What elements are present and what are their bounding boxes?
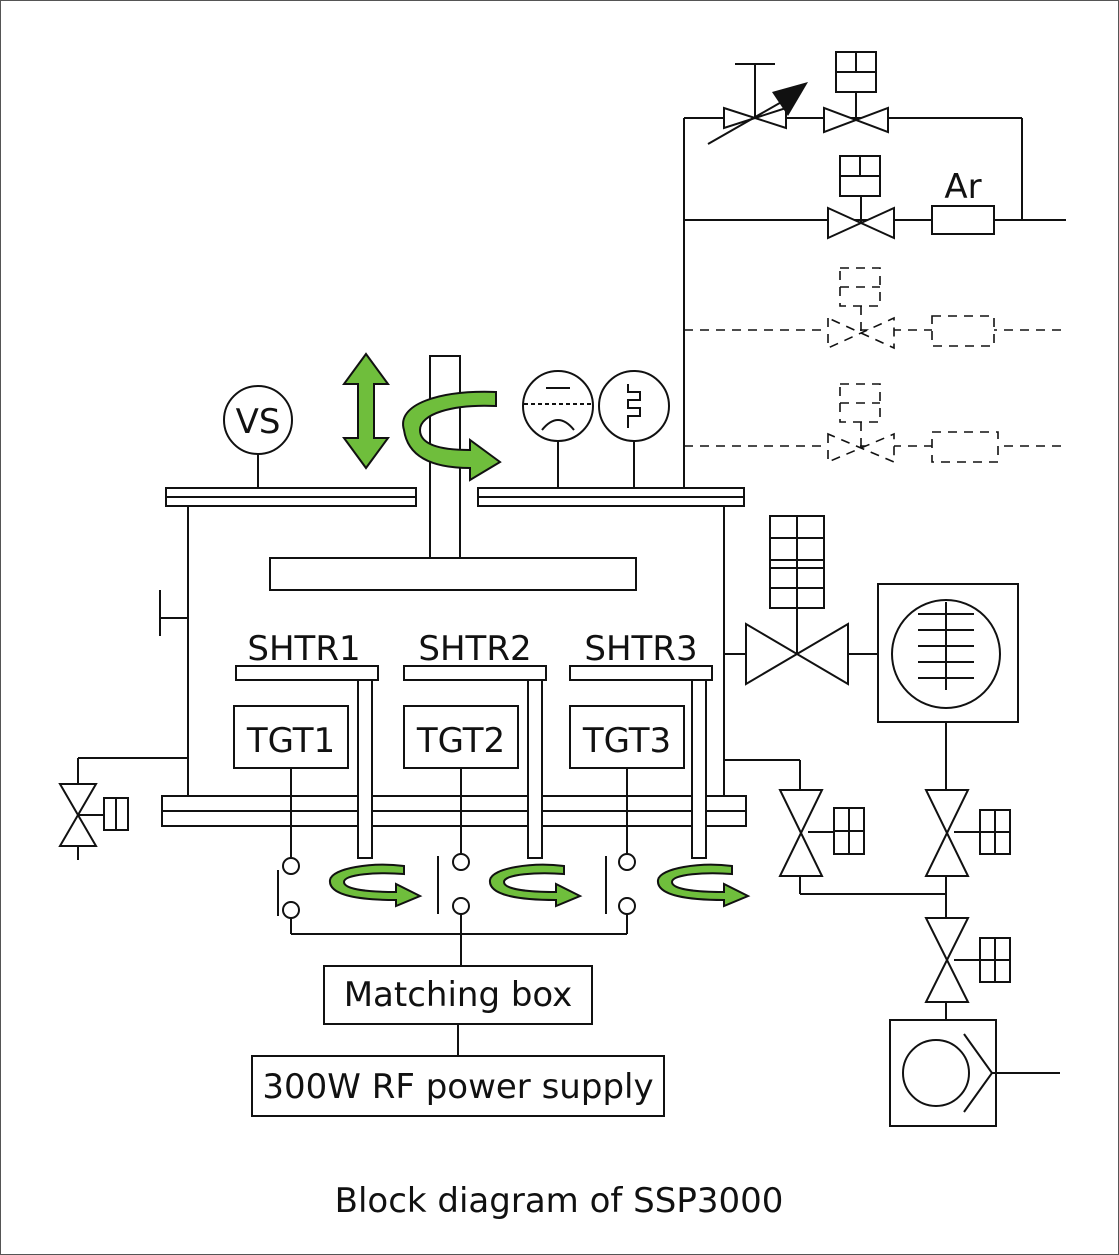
- target-1-label: TGT1: [246, 721, 335, 761]
- target-2: TGT2: [403, 705, 519, 858]
- pirani-gauge-icon: [598, 370, 670, 488]
- turbo-pump-icon: [877, 583, 1019, 790]
- solenoid-valve-icon: [823, 51, 889, 134]
- optional-gas-line-2: [827, 383, 999, 464]
- shutter-2-label: SHTR2: [418, 629, 531, 669]
- vs-gauge: VS: [223, 385, 293, 488]
- rotation-arrow-icon: [402, 390, 502, 482]
- shutter-1: SHTR1: [235, 629, 379, 859]
- vent-valve-icon: [58, 757, 188, 860]
- matching-box: Matching box: [323, 965, 593, 1056]
- rotary-valve-icon: [924, 917, 1011, 1020]
- diagram-caption: Block diagram of SSP3000: [335, 1181, 784, 1221]
- rf-switch-1: [277, 857, 300, 934]
- ion-gauge-icon: [522, 370, 594, 488]
- target-3: TGT3: [569, 705, 685, 858]
- rf-power-supply: 300W RF power supply: [251, 1055, 665, 1117]
- ar-mass-flow-controller: Ar: [931, 167, 995, 235]
- shutter-1-label: SHTR1: [247, 629, 360, 669]
- rf-switch-2: [437, 853, 470, 966]
- optional-gas-line-1: [827, 267, 995, 350]
- foreline-valve-icon: [924, 789, 1011, 918]
- rotary-pump-icon: [889, 1019, 1060, 1127]
- roughing-valve-icon: [724, 759, 946, 895]
- vertical-motion-arrow-icon: [342, 352, 390, 470]
- vs-label: VS: [236, 402, 281, 442]
- ar-solenoid-valve-icon: [827, 155, 895, 240]
- target-2-label: TGT2: [416, 721, 505, 761]
- shutter-rotation-arrow-icon: [328, 863, 751, 908]
- rf-switch-3: [605, 853, 636, 934]
- process-chamber: [159, 487, 747, 827]
- matching-box-label: Matching box: [344, 975, 573, 1015]
- target-3-label: TGT3: [582, 721, 671, 761]
- ar-label: Ar: [944, 167, 981, 207]
- shutter-2: SHTR2: [403, 629, 547, 859]
- target-1: TGT1: [233, 705, 349, 858]
- rf-power-supply-label: 300W RF power supply: [262, 1067, 653, 1107]
- shutter-3: SHTR3: [569, 629, 713, 859]
- shutter-3-label: SHTR3: [584, 629, 697, 669]
- gate-valve-icon: [724, 515, 878, 686]
- needle-valve-icon: [707, 63, 808, 145]
